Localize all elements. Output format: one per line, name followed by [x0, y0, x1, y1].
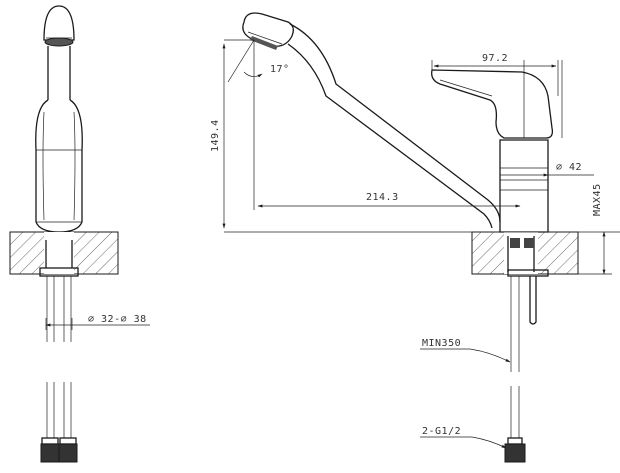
angle-label: 17° [270, 64, 290, 75]
height-dimension: 149.4 [210, 43, 226, 229]
spout-width-label: 97.2 [482, 53, 508, 64]
thread-label: 2-G1/2 [422, 426, 461, 437]
front-view: ⌀ 32-⌀ 38 [9, 5, 150, 463]
side-view: 17° 149.4 214.3 97.2 ⌀ 42 M [210, 12, 620, 463]
front-hoses [46, 276, 72, 438]
reach-dimension: 214.3 [257, 192, 521, 208]
body-diameter-dimension: ⌀ 42 [500, 162, 594, 177]
side-handle [431, 69, 554, 139]
height-label: 149.4 [210, 119, 221, 152]
side-spout-tip [242, 12, 294, 47]
front-hose-nuts [40, 437, 78, 463]
front-neck [47, 46, 71, 100]
hole-diameter-label: ⌀ 32-⌀ 38 [88, 314, 147, 325]
front-aerator [44, 37, 74, 47]
max-thickness-label: MAX45 [592, 183, 603, 216]
angle-dimension: 17° [227, 39, 290, 83]
reach-label: 214.3 [366, 192, 399, 203]
side-body [499, 139, 549, 233]
side-spout-arm [287, 23, 501, 229]
max-thickness-dimension: MAX45 [578, 183, 612, 275]
hose-length-label: MIN350 [422, 338, 461, 349]
spout-width-dimension: 97.2 [431, 53, 559, 96]
thread-dimension: 2-G1/2 [420, 426, 507, 449]
hole-diameter-dimension: ⌀ 32-⌀ 38 [45, 314, 150, 330]
side-hose [510, 276, 520, 438]
hose-length-dimension: MIN350 [420, 338, 511, 363]
front-spout-head [43, 5, 75, 41]
body-diameter-label: ⌀ 42 [556, 162, 582, 173]
